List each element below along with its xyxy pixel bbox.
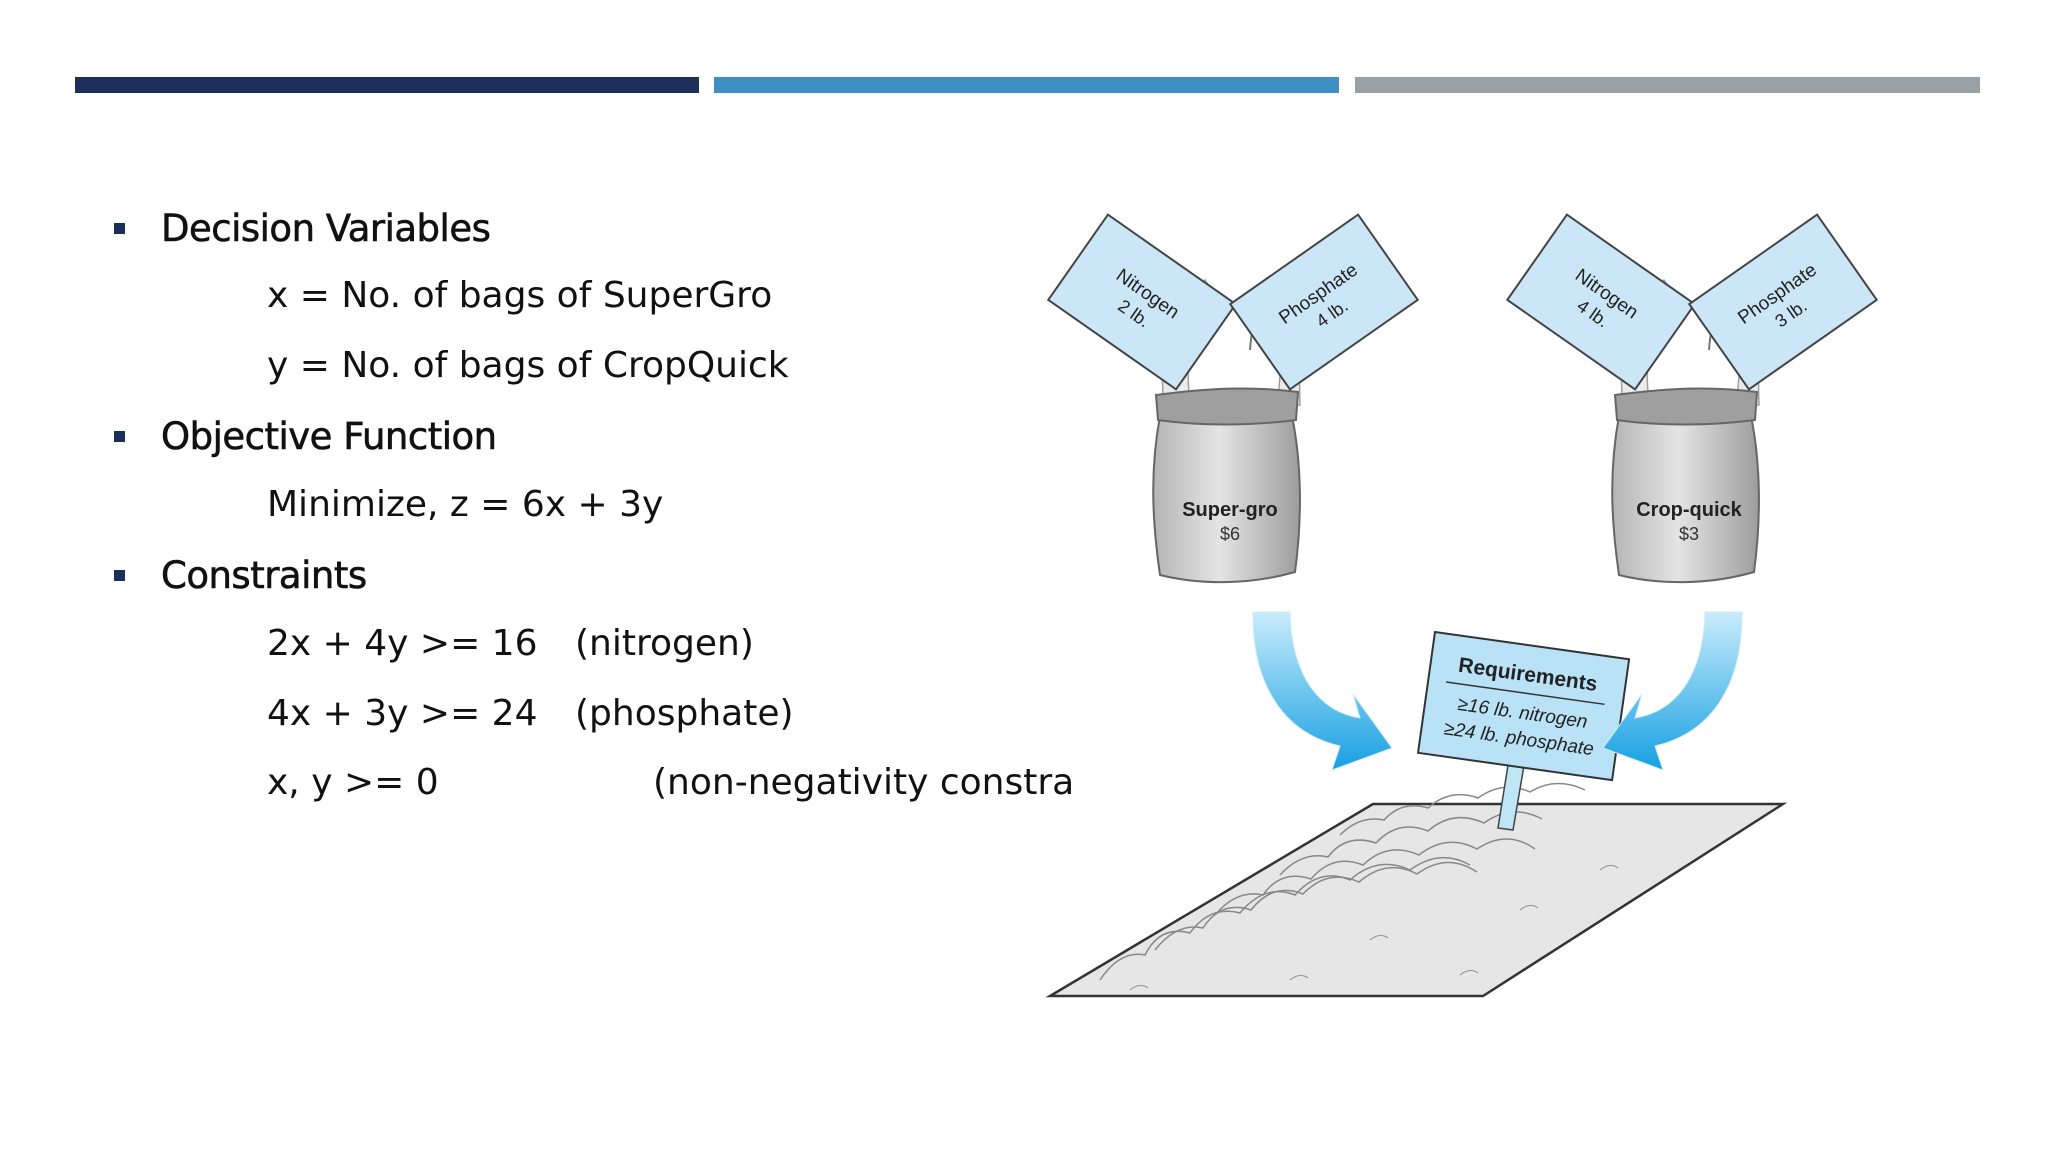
heading-objective-function: Objective Function (161, 415, 498, 459)
constraint-nonnegativity-note: (non-negativity constra (653, 762, 1075, 803)
bullet-square-icon (114, 570, 125, 581)
variable-y: y = No. of bags of CropQuick (267, 345, 789, 386)
variable-x: x = No. of bags of SuperGro (267, 275, 773, 316)
constraint-phosphate: 4x + 3y >= 24 (267, 693, 538, 734)
slide-text: Decision Variables x = No. of bags of Su… (114, 207, 1074, 803)
heading-decision-variables: Decision Variables (161, 207, 491, 251)
bullet-constraints: Constraints (114, 554, 367, 597)
fertilizer-figure: Requirements ≥16 lb. nitrogen ≥24 lb. ph… (1045, 213, 1879, 998)
cropquick-price: $3 (1679, 524, 1699, 544)
constraint-nitrogen-note: (nitrogen) (575, 623, 754, 664)
accent-bar-blue (714, 77, 1339, 93)
accent-bar-navy (75, 77, 699, 93)
cropquick-name: Crop-quick (1636, 499, 1742, 521)
left-arrow-icon (1252, 611, 1393, 771)
bullet-objective-function: Objective Function (114, 415, 497, 458)
right-arrow-icon (1602, 611, 1743, 771)
bullet-square-icon (114, 223, 125, 234)
bullet-square-icon (114, 431, 125, 442)
heading-constraints: Constraints (161, 554, 368, 598)
supergro-name: Super-gro (1182, 499, 1278, 521)
bullet-decision-variables: Decision Variables (114, 207, 491, 251)
constraint-phosphate-note: (phosphate) (575, 693, 794, 734)
objective-expression: Minimize, z = 6x + 3y (267, 484, 664, 525)
constraint-nitrogen: 2x + 4y >= 16 (267, 623, 538, 664)
constraint-nonnegativity: x, y >= 0 (267, 762, 439, 803)
supergro-price: $6 (1220, 524, 1240, 544)
accent-bar-gray (1355, 77, 1980, 93)
cropquick-package: Crop-quick $3 Nitrogen 4 lb. Phosphate 3… (1505, 213, 1879, 584)
requirements-sign: Requirements ≥16 lb. nitrogen ≥24 lb. ph… (1416, 630, 1631, 831)
supergro-package: Super-gro $6 Nitrogen 2 lb. Phosphate 4 … (1046, 213, 1420, 584)
field-plot (1045, 782, 1788, 998)
